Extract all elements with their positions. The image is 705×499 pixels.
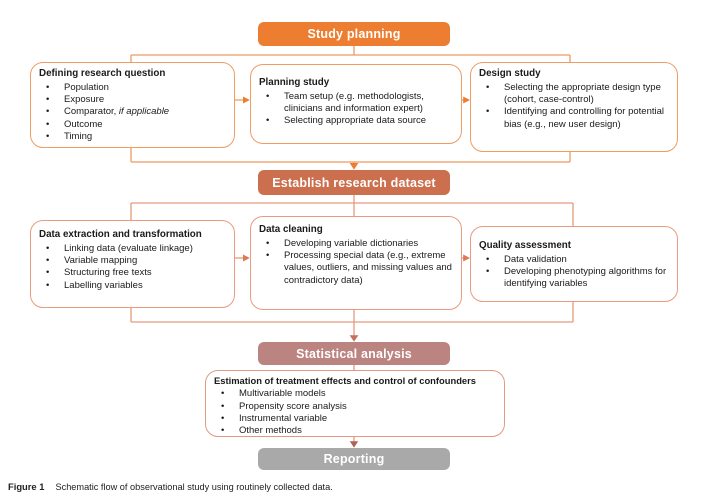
banner-statistical-analysis: Statistical analysis (258, 342, 450, 365)
arrow-right-icon (463, 254, 470, 262)
bullet-item: Selecting appropriate data source (259, 115, 453, 128)
arrow-right-icon (243, 254, 250, 262)
bullet-item: Other methods (214, 425, 496, 438)
bullet-item: Team setup (e.g. methodologists, clinici… (259, 91, 453, 116)
bullet-list: Developing variable dictionaries Process… (259, 238, 453, 287)
connector-group-row1 (130, 46, 571, 164)
bullet-item: Population (39, 82, 226, 95)
bullet-item: Exposure (39, 94, 226, 107)
bullet-item: Developing phenotyping algorithms for id… (479, 266, 669, 291)
box-title: Design study (479, 68, 541, 79)
bullet-item: Developing variable dictionaries (259, 238, 453, 251)
bullet-list: Selecting the appropriate design type (c… (479, 82, 669, 131)
arrow-down-icon (349, 335, 359, 342)
arrow-right-icon (243, 96, 250, 104)
box-quality-assessment: Quality assessment Data validation Devel… (470, 226, 678, 302)
banner-establish-research-dataset: Establish research dataset (258, 170, 450, 195)
bullet-item: Multivariable models (214, 388, 496, 401)
figure-caption: Figure 1 Schematic flow of observational … (8, 481, 333, 492)
bullet-item: Variable mapping (39, 255, 226, 268)
bullet-list: Data validation Developing phenotyping a… (479, 254, 669, 291)
bullet-item: Selecting the appropriate design type (c… (479, 82, 669, 107)
arrow-down-icon (349, 441, 359, 448)
bullet-item: Processing special data (e.g., extreme v… (259, 250, 453, 287)
box-title: Estimation of treatment effects and cont… (214, 375, 477, 386)
bullet-item: Data validation (479, 254, 669, 267)
arrow-right-icon (463, 96, 470, 104)
bullet-item: Propensity score analysis (214, 401, 496, 414)
arrow-down-icon (349, 163, 359, 170)
box-title: Defining research question (39, 68, 166, 79)
box-data-extraction-transformation: Data extraction and transformation Linki… (30, 220, 235, 308)
bullet-list: Multivariable models Propensity score an… (214, 388, 496, 438)
bullet-item: Identifying and controlling for potentia… (479, 106, 669, 131)
box-estimation-treatment-effects: Estimation of treatment effects and cont… (205, 370, 505, 438)
bullet-item: Outcome (39, 119, 226, 132)
connector-group-row2 (130, 195, 574, 336)
box-title: Quality assessment (479, 240, 572, 251)
box-title: Data cleaning (259, 224, 323, 235)
figure-caption-text: Schematic flow of observational study us… (55, 482, 333, 492)
bullet-list: Population Exposure Comparator, if appli… (39, 82, 226, 144)
bullet-item: Linking data (evaluate linkage) (39, 243, 226, 256)
bullet-item: Comparator, if applicable (39, 106, 226, 119)
box-title: Planning study (259, 77, 330, 88)
bullet-list: Team setup (e.g. methodologists, clinici… (259, 91, 453, 128)
bullet-list: Linking data (evaluate linkage) Variable… (39, 243, 226, 293)
box-title: Data extraction and transformation (39, 229, 202, 240)
bullet-item: Timing (39, 131, 226, 144)
banner-study-planning: Study planning (258, 22, 450, 46)
box-data-cleaning: Data cleaning Developing variable dictio… (250, 216, 462, 310)
bullet-item: Instrumental variable (214, 413, 496, 426)
box-design-study: Design study Selecting the appropriate d… (470, 62, 678, 152)
banner-reporting: Reporting (258, 448, 450, 470)
box-planning-study: Planning study Team setup (e.g. methodol… (250, 64, 462, 144)
figure-caption-label: Figure 1 (8, 481, 45, 492)
box-defining-research-question: Defining research question Population Ex… (30, 62, 235, 148)
bullet-item: Labelling variables (39, 280, 226, 293)
bullet-item: Structuring free texts (39, 267, 226, 280)
